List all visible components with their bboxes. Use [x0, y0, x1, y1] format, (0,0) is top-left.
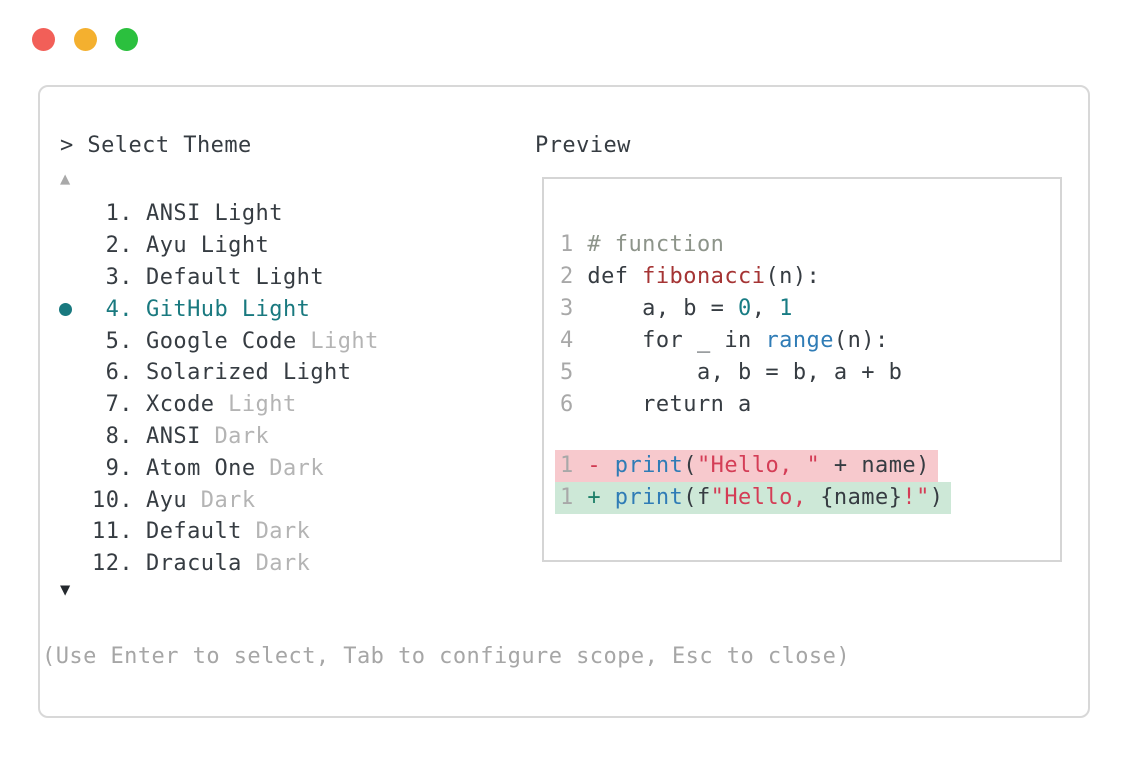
footer-hint: (Use Enter to select, Tab to configure s…: [42, 644, 851, 669]
code-token: + name): [820, 453, 930, 478]
code-token: print: [614, 485, 684, 510]
theme-list-item[interactable]: 10. Ayu Dark: [40, 484, 530, 516]
line-number: 4: [560, 328, 588, 353]
theme-selector-panel: > Select Theme Preview ▲ 1. ANSI Light 2. A…: [38, 85, 1090, 718]
code-token: a, b =: [587, 296, 739, 321]
preview-label: Preview: [535, 133, 631, 158]
theme-item-name: Solarized Light: [146, 360, 352, 386]
theme-item-number: 4.: [105, 296, 133, 322]
theme-list: 1. ANSI Light 2. Ayu Light 3. Default Light 4.…: [40, 198, 530, 580]
theme-item-number: 9.: [105, 455, 133, 481]
line-number: 6: [560, 392, 588, 417]
theme-item-number: 7.: [105, 392, 133, 418]
theme-item-number: 6.: [105, 360, 133, 386]
theme-list-item[interactable]: 3. Default Light: [40, 262, 530, 294]
theme-item-name: ANSI Light: [146, 201, 283, 227]
theme-item-number: 1.: [105, 201, 133, 227]
theme-item-variant: Dark: [255, 551, 311, 577]
theme-item-name: GitHub Light: [146, 296, 311, 322]
theme-item-number: 11.: [92, 519, 134, 545]
theme-item-number: 5.: [105, 328, 133, 354]
line-number: 2: [560, 264, 588, 289]
zoom-button[interactable]: [115, 28, 138, 51]
theme-item-variant: Light: [228, 392, 297, 418]
code-token: def: [587, 264, 643, 289]
theme-item-number: 12.: [92, 551, 134, 577]
theme-list-item[interactable]: 12. Dracula Dark: [40, 548, 530, 580]
code-token: return a: [587, 392, 752, 417]
code-token: {name}: [820, 485, 903, 510]
minimize-button[interactable]: [74, 28, 97, 51]
line-number: 1: [560, 453, 588, 478]
theme-list-item[interactable]: 1. ANSI Light: [40, 198, 530, 230]
theme-item-number: 8.: [105, 423, 133, 449]
code-token: (: [683, 453, 697, 478]
line-number: 3: [560, 296, 588, 321]
theme-item-name: Ayu Light: [146, 233, 270, 259]
code-token: for _ in: [587, 328, 766, 353]
theme-list-item[interactable]: 11. Default Dark: [40, 516, 530, 548]
diff-preview: 1 - print("Hello, " + name)1 + print(f"H…: [555, 450, 952, 514]
code-token: fibonacci: [642, 264, 766, 289]
code-token: !": [902, 485, 930, 510]
theme-item-variant: Dark: [214, 423, 270, 449]
theme-item-name: Default: [146, 519, 242, 545]
theme-item-name: Ayu: [146, 487, 188, 513]
theme-item-variant: Light: [310, 328, 379, 354]
line-number: 1: [560, 485, 588, 510]
theme-list-item[interactable]: 8. ANSI Dark: [40, 421, 530, 453]
scroll-up-icon[interactable]: ▲: [60, 169, 71, 189]
code-token: (n):: [833, 328, 889, 353]
theme-list-item[interactable]: 4. GitHub Light: [40, 293, 530, 325]
diff-sign: +: [587, 485, 615, 510]
code-token: print: [614, 453, 684, 478]
code-line: 3 a, b = 0, 1: [560, 293, 902, 325]
code-token: # function: [587, 232, 725, 257]
theme-list-item[interactable]: 5. Google Code Light: [40, 325, 530, 357]
line-number: 1: [560, 232, 588, 257]
scroll-down-icon[interactable]: ▼: [60, 580, 71, 600]
diff-line-added: 1 + print(f"Hello, {name}!"): [555, 482, 952, 514]
code-line: 6 return a: [560, 389, 902, 421]
code-token: "Hello,: [710, 485, 821, 510]
theme-item-variant: Dark: [255, 519, 311, 545]
theme-item-number: 10.: [92, 487, 134, 513]
theme-item-number: 3.: [105, 264, 133, 290]
theme-list-item[interactable]: 9. Atom One Dark: [40, 452, 530, 484]
code-token: 0: [738, 296, 752, 321]
selected-item-indicator: [58, 293, 72, 325]
code-token: range: [765, 328, 834, 353]
theme-item-name: ANSI: [146, 423, 201, 449]
theme-item-variant: Dark: [269, 455, 325, 481]
theme-item-number: 2.: [105, 233, 133, 259]
code-token: "Hello, ": [696, 453, 821, 478]
code-token: ,: [751, 296, 780, 321]
theme-item-name: Atom One: [146, 455, 256, 481]
theme-item-variant: Dark: [200, 487, 256, 513]
theme-item-name: Google Code: [146, 328, 297, 354]
theme-list-item[interactable]: 6. Solarized Light: [40, 357, 530, 389]
code-line: 1 # function: [560, 229, 902, 261]
code-line: 4 for _ in range(n):: [560, 325, 902, 357]
theme-item-name: Xcode: [146, 392, 215, 418]
code-line: 5 a, b = b, a + b: [560, 357, 902, 389]
theme-item-name: Dracula: [146, 551, 242, 577]
diff-sign: -: [587, 453, 615, 478]
line-number: 5: [560, 360, 588, 385]
close-button[interactable]: [32, 28, 55, 51]
code-token: (f: [683, 485, 711, 510]
theme-list-item[interactable]: 2. Ayu Light: [40, 230, 530, 262]
theme-list-item[interactable]: 7. Xcode Light: [40, 389, 530, 421]
code-token: (n):: [765, 264, 821, 289]
theme-item-name: Default Light: [146, 264, 325, 290]
page-title: > Select Theme: [60, 133, 252, 158]
diff-line-removed: 1 - print("Hello, " + name): [555, 450, 951, 482]
code-token: a, b = b, a + b: [587, 360, 903, 385]
code-token: 1: [779, 296, 793, 321]
code-line: 2 def fibonacci(n):: [560, 261, 902, 293]
code-token: ): [929, 485, 944, 510]
